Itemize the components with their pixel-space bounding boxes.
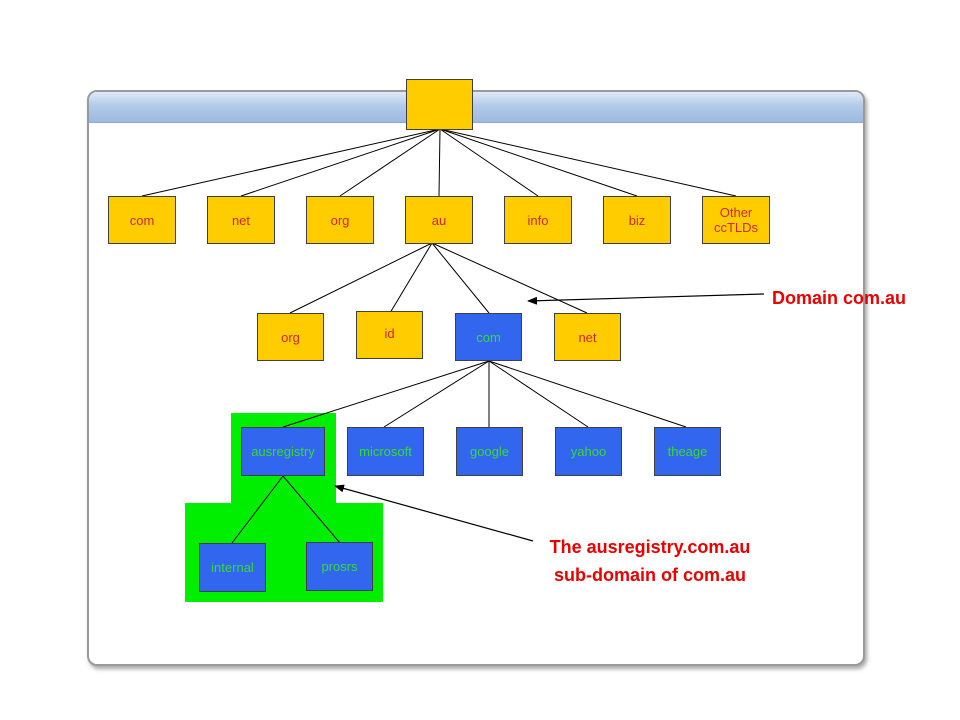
connector	[438, 128, 441, 197]
au-connectors	[289, 242, 588, 314]
connector	[141, 128, 441, 197]
connector	[439, 128, 539, 197]
ausregistry-connectors	[231, 475, 341, 544]
com-child-node-ausregistry: ausregistry	[241, 427, 325, 476]
subdomain-annotation-line2: sub-domain of com.au	[553, 565, 746, 585]
domain-arrow	[527, 293, 765, 305]
au-child-node-com: com	[455, 313, 522, 361]
connector	[383, 360, 490, 428]
connector	[289, 242, 433, 314]
com-connectors	[282, 360, 687, 428]
panel-header-bar	[89, 92, 863, 123]
tld-node-info: info	[504, 196, 572, 244]
connector	[389, 242, 433, 314]
tld-node-net: net	[207, 196, 275, 244]
au-child-node-org: org	[257, 313, 324, 361]
root-node	[406, 79, 473, 130]
tld-node-au: au	[405, 196, 473, 244]
connector	[431, 242, 490, 314]
connector	[282, 360, 490, 428]
connector	[240, 128, 441, 197]
connector	[439, 128, 737, 197]
root-connectors	[141, 128, 737, 197]
tld-node-biz: biz	[603, 196, 671, 244]
tld-node-com: com	[108, 196, 176, 244]
connector	[488, 360, 589, 428]
com-child-node-yahoo: yahoo	[555, 427, 622, 476]
au-child-node-net: net	[554, 313, 621, 361]
subdomain-arrow	[334, 484, 534, 542]
au-child-node-id: id	[356, 311, 423, 359]
ausregistry-child-node-prosrs: prosrs	[306, 542, 373, 591]
domain-annotation: Domain com.au	[772, 288, 907, 308]
subdomain-annotation-line1: The ausregistry.com.au	[549, 537, 751, 557]
com-child-node-microsoft: microsoft	[347, 427, 424, 476]
com-child-node-theage: theage	[654, 427, 721, 476]
com-child-node-google: google	[456, 427, 523, 476]
connector	[231, 475, 284, 544]
connector	[282, 475, 341, 544]
ausregistry-child-node-internal: internal	[199, 543, 266, 592]
connector	[488, 360, 687, 428]
connector	[339, 128, 441, 197]
connector	[439, 128, 638, 197]
connector	[431, 242, 588, 314]
tld-node-other-cctlds: Other ccTLDs	[702, 196, 770, 244]
tld-node-org: org	[306, 196, 374, 244]
